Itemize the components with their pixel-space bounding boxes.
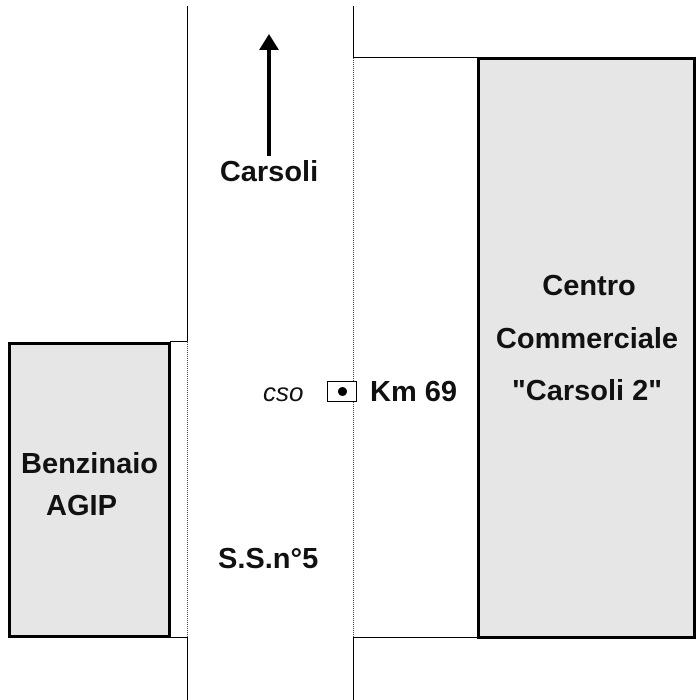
building-right-label-line-3: "Carsoli 2" [512, 375, 662, 407]
road-name-label: S.S.n°5 [218, 543, 319, 575]
road-edge-right-lower [353, 637, 354, 700]
left-lot-bottom-edge [170, 637, 187, 638]
road-edge-right-upper [353, 6, 354, 57]
right-lot-bottom-edge [353, 637, 478, 638]
road-edge-left-lower [187, 637, 188, 700]
direction-label: Carsoli [219, 156, 319, 188]
measuring-station-icon [327, 381, 357, 402]
building-benzinaio-agip [8, 342, 171, 638]
arrow-shaft [267, 48, 271, 156]
road-edge-left-upper [187, 6, 188, 341]
arrow-head [259, 34, 279, 50]
road-edge-right-middle [353, 57, 354, 637]
building-centro-commerciale [477, 57, 696, 639]
road-edge-left-middle [187, 341, 188, 637]
building-left-label-line-2: AGIP [46, 490, 117, 522]
station-dot [338, 387, 347, 396]
building-right-label-line-1: Centro [542, 270, 636, 302]
building-right-label-line-2: Commerciale [495, 323, 679, 355]
kilometer-label: Km 69 [370, 376, 458, 408]
station-code-label: cso [263, 377, 304, 407]
building-left-label-line-1: Benzinaio [21, 448, 158, 480]
right-lot-top-edge [353, 57, 478, 58]
left-lot-top-edge [170, 341, 187, 342]
